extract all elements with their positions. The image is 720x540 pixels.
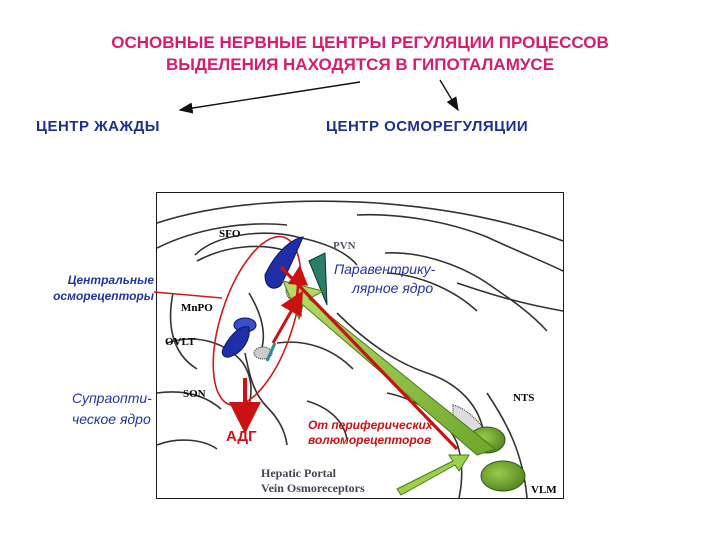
pointer-central-osmo [153, 291, 223, 299]
label-paraventricular: Паравентрику- лярное ядро [334, 260, 435, 298]
supraoptic-line1: Супраопти- [72, 390, 152, 406]
pvn-marker [308, 252, 328, 306]
title-line-1: ОСНОВНЫЕ НЕРВНЫЕ ЦЕНТРЫ РЕГУЛЯЦИИ ПРОЦЕС… [111, 33, 609, 52]
heading-osmoregulation-center: ЦЕНТР ОСМОРЕГУЛЯЦИИ [326, 118, 529, 135]
label-sfo: SFO [219, 228, 241, 240]
green-portal-arrow [396, 454, 470, 496]
paraventricular-line1: Паравентрику- [334, 261, 436, 277]
page-title: ОСНОВНЫЕ НЕРВНЫЕ ЦЕНТРЫ РЕГУЛЯЦИИ ПРОЦЕС… [0, 32, 720, 76]
vlm-green-oval [480, 460, 526, 492]
paraventricular-line2: лярное ядро [352, 280, 434, 296]
label-portal-line1: Hepatic Portal [261, 466, 337, 480]
teal-connector [265, 342, 277, 362]
label-son: SON [183, 388, 206, 400]
sfo-nucleus [264, 236, 304, 289]
ovlt-nucleus [221, 326, 250, 358]
red-arrow-up [288, 265, 309, 298]
label-ovlt: OVLT [165, 336, 196, 348]
label-adh: АДГ [226, 428, 257, 445]
label-supraoptic: Супраопти- ческое ядро [72, 388, 152, 430]
central-osmo-line2: осморецепторы [53, 289, 154, 303]
label-mnpo: MnPO [181, 302, 213, 314]
arrow-to-thirst [178, 81, 361, 114]
red-line-peripheral [279, 265, 459, 451]
heading-thirst-center: ЦЕНТР ЖАЖДЫ [36, 118, 160, 135]
peripheral-line2: волюморецепторов [308, 433, 432, 447]
label-portal-line2: Vein Osmoreceptors [261, 481, 365, 495]
red-arrow-osmo-to-pvn [271, 290, 303, 344]
label-central-osmoreceptors: Центральные осморецепторы [36, 272, 154, 304]
brain-diagram: SFO PVN MnPO OVLT SON NTS VLM Hepatic Po… [157, 200, 563, 498]
central-osmo-line1: Центральные [67, 273, 154, 287]
arrow-to-osmoregulation [439, 79, 459, 112]
hypothalamus-figure: SFO PVN MnPO OVLT SON NTS VLM Hepatic Po… [156, 192, 564, 499]
label-nts: NTS [513, 392, 534, 404]
title-line-2: ВЫДЕЛЕНИЯ НАХОДЯТСЯ В ГИПОТАЛАМУСЕ [165, 55, 555, 74]
label-peripheral-volumoreceptors: От периферических волюморецепторов [308, 418, 433, 448]
label-vlm: VLM [531, 484, 557, 496]
label-pvn: PVN [333, 240, 356, 252]
supraoptic-line2: ческое ядро [72, 411, 151, 427]
peripheral-line1: От периферических [308, 418, 433, 432]
